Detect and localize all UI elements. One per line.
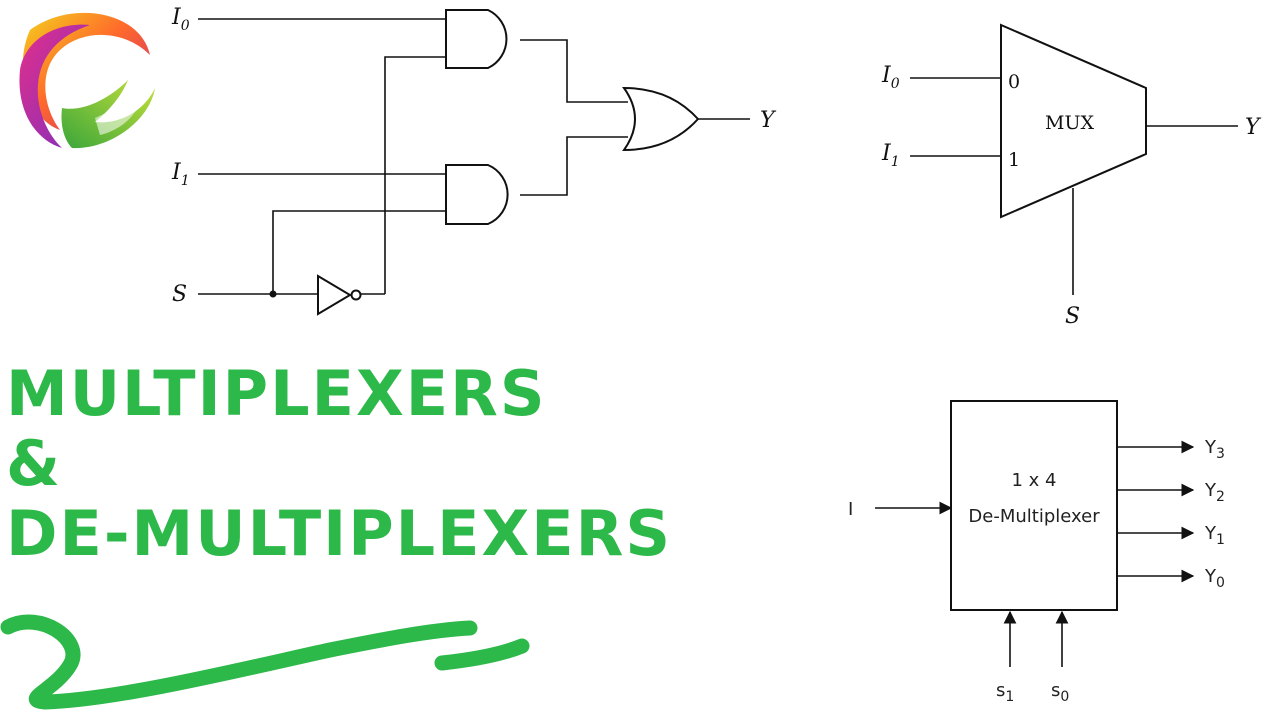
- demux-label-y0: Y0: [1204, 566, 1225, 591]
- mux-label: MUX: [1045, 112, 1094, 134]
- demux-label-s0: s0: [1051, 680, 1069, 705]
- mux-label-i1: I1: [881, 141, 900, 170]
- label-i1: I1: [171, 160, 190, 189]
- mux-pin-0: 0: [1008, 71, 1020, 93]
- mux-trapezoid: [1000, 23, 1147, 219]
- label-y: Y: [760, 108, 777, 133]
- wire-and2-out: [520, 136, 628, 196]
- brand-logo: [19, 12, 155, 149]
- label-s: S: [172, 282, 187, 307]
- demux-label-line2: De-Multiplexer: [968, 506, 1100, 527]
- wire-and1-out: [520, 39, 628, 103]
- or-gate: [622, 86, 700, 152]
- mux-label-y: Y: [1245, 115, 1262, 140]
- demux-label-y3: Y3: [1204, 437, 1225, 462]
- title-line-2: &: [6, 427, 63, 500]
- demux-label-s1: s1: [996, 680, 1014, 705]
- demux-label-input: I: [848, 499, 853, 520]
- wire-s-branch: [272, 210, 446, 294]
- wire-s-inverted: [384, 56, 446, 294]
- decorative-squiggle-tail: [434, 638, 530, 671]
- demux-label-line1: 1 x 4: [1012, 470, 1057, 491]
- demux-box: [950, 400, 1118, 611]
- mux-pin-1: 1: [1008, 149, 1020, 171]
- title-line-3: DE-MULTIPLEXERS: [6, 497, 673, 570]
- not-gate: [317, 274, 352, 316]
- label-i0: I0: [171, 5, 190, 34]
- mux-block-diagram: MUX 0 1 I0 I1 Y S: [881, 23, 1262, 329]
- demux-label-y2: Y2: [1204, 480, 1225, 505]
- gate-level-circuit: I0 I1 S Y: [171, 5, 777, 316]
- junction-dot: [269, 290, 277, 298]
- decorative-squiggle: [0, 614, 478, 710]
- and-gate-1: [445, 9, 508, 69]
- demux-label-y1: Y1: [1204, 523, 1225, 548]
- demux-block-diagram: 1 x 4 De-Multiplexer I Y3 Y2 Y1 Y0 s1 s0: [848, 400, 1225, 705]
- not-gate-bubble: [350, 289, 362, 301]
- mux-label-i0: I0: [881, 63, 900, 92]
- and-gate-2: [445, 164, 509, 225]
- title-line-1: MULTIPLEXERS: [6, 357, 547, 430]
- mux-label-s: S: [1065, 304, 1080, 329]
